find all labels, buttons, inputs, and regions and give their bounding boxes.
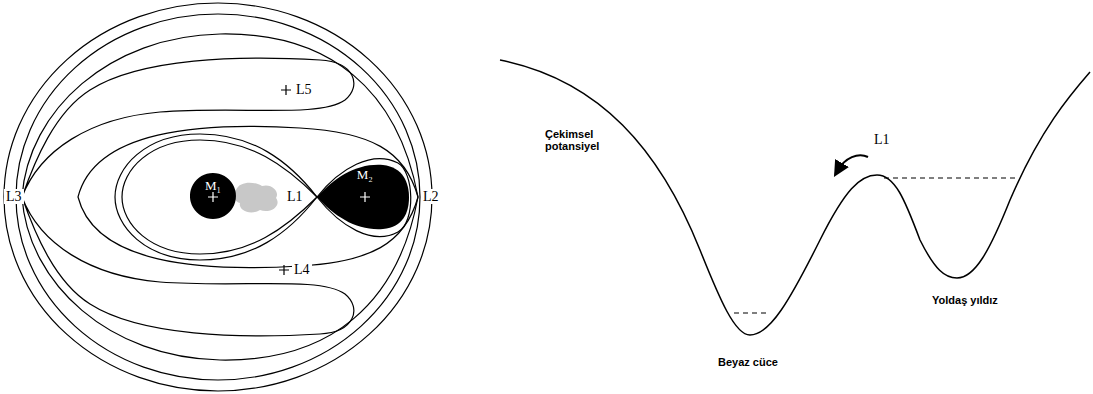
- fill-levels: [734, 178, 1018, 313]
- mass-label: M₁: [205, 179, 221, 192]
- overflow-arrow: [838, 155, 868, 170]
- white-dwarf: M₁: [190, 173, 236, 219]
- lagrange-label: L3: [4, 189, 24, 204]
- lagrange-label: L2: [421, 189, 441, 204]
- lagrange-label: L1: [872, 132, 892, 147]
- lagrange-label: L4: [292, 262, 312, 277]
- lagrange-label: L1: [285, 189, 305, 204]
- lagrange-markers: [279, 85, 291, 275]
- potential-curve: [500, 60, 1090, 335]
- equipotential-contours: [4, 3, 432, 391]
- axis-label: Çekimsel potansiyel: [545, 128, 625, 152]
- companion-star: M₂: [317, 163, 409, 231]
- curve-label: Yoldaş yıldız: [932, 294, 998, 306]
- curve-label: Beyaz cüce: [718, 356, 778, 368]
- lagrange-label: L5: [294, 82, 314, 97]
- mass-label: M₂: [357, 168, 373, 181]
- accretion-gas: [233, 183, 277, 213]
